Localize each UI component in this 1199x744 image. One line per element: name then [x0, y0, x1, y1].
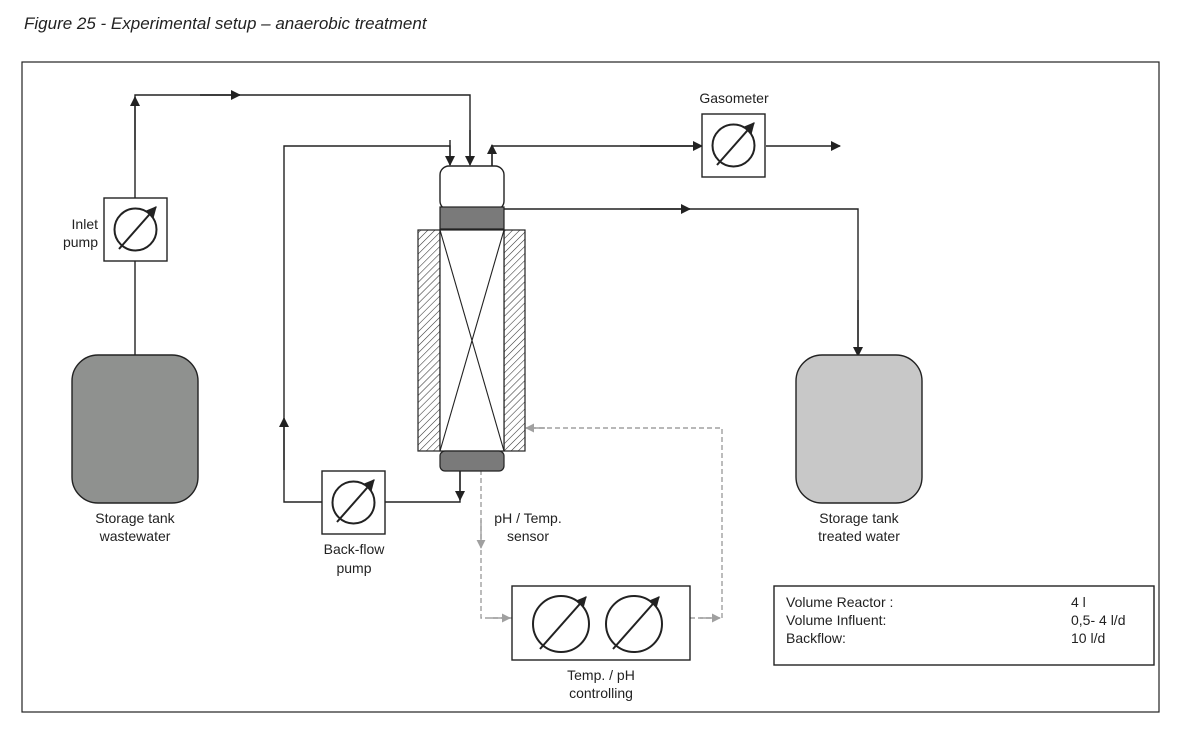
- gasometer-dial-icon: [716, 122, 755, 166]
- reactor-head: [439, 165, 505, 211]
- controller-dial-2-icon: [612, 596, 660, 650]
- inlet-pump-dial-icon: [118, 206, 157, 250]
- param-reactor-name: Volume Reactor :: [786, 594, 893, 610]
- gas-line: [491, 145, 702, 166]
- inlet-pump: [103, 197, 168, 262]
- controlling-label-line1: Temp. / pH: [567, 667, 635, 683]
- gasometer-label: Gasometer: [699, 90, 769, 106]
- controlling-label-line2: controlling: [569, 685, 633, 701]
- controller-dial-1-icon: [539, 596, 587, 650]
- storage-tank-wastewater: [71, 354, 199, 504]
- packing-cross-b: [439, 229, 505, 452]
- reactor-jacket-left: [417, 229, 441, 452]
- sensor-label-line1: pH / Temp.: [494, 510, 561, 526]
- storage-wastewater-label-line2: wastewater: [99, 528, 171, 544]
- storage-treated-label-line1: Storage tank: [819, 510, 899, 526]
- storage-wastewater-label-line1: Storage tank: [95, 510, 175, 526]
- reactor: [417, 165, 526, 472]
- param-backflow-name: Backflow:: [786, 630, 846, 646]
- backflow-pump-label-line1: Back-flow: [324, 541, 386, 557]
- backflow-pump: [321, 470, 386, 535]
- inlet-pump-label-line2: pump: [63, 234, 98, 250]
- storage-treated-label-line2: treated water: [818, 528, 900, 544]
- reactor-bottom: [439, 450, 505, 472]
- param-influent-name: Volume Influent:: [786, 612, 886, 628]
- sensor-label-line2: sensor: [507, 528, 549, 544]
- figure-caption: Figure 25 - Experimental setup – anaerob…: [24, 14, 427, 33]
- param-influent-value: 0,5- 4 l/d: [1071, 612, 1125, 628]
- effluent-line: [504, 208, 859, 355]
- param-backflow-value: 10 l/d: [1071, 630, 1105, 646]
- reactor-jacket-right: [503, 229, 526, 452]
- parameters-box: [773, 585, 1155, 666]
- inlet-pump-label-line1: Inlet: [72, 216, 99, 232]
- storage-tank-treated: [795, 354, 923, 504]
- backflow-pump-label-line2: pump: [336, 560, 371, 576]
- param-reactor-value: 4 l: [1071, 594, 1086, 610]
- gasometer: [701, 113, 766, 178]
- controller-unit: [511, 585, 691, 661]
- backflow-pump-dial-icon: [336, 479, 375, 523]
- diagram-frame: [21, 61, 1160, 713]
- reactor-band: [439, 206, 505, 230]
